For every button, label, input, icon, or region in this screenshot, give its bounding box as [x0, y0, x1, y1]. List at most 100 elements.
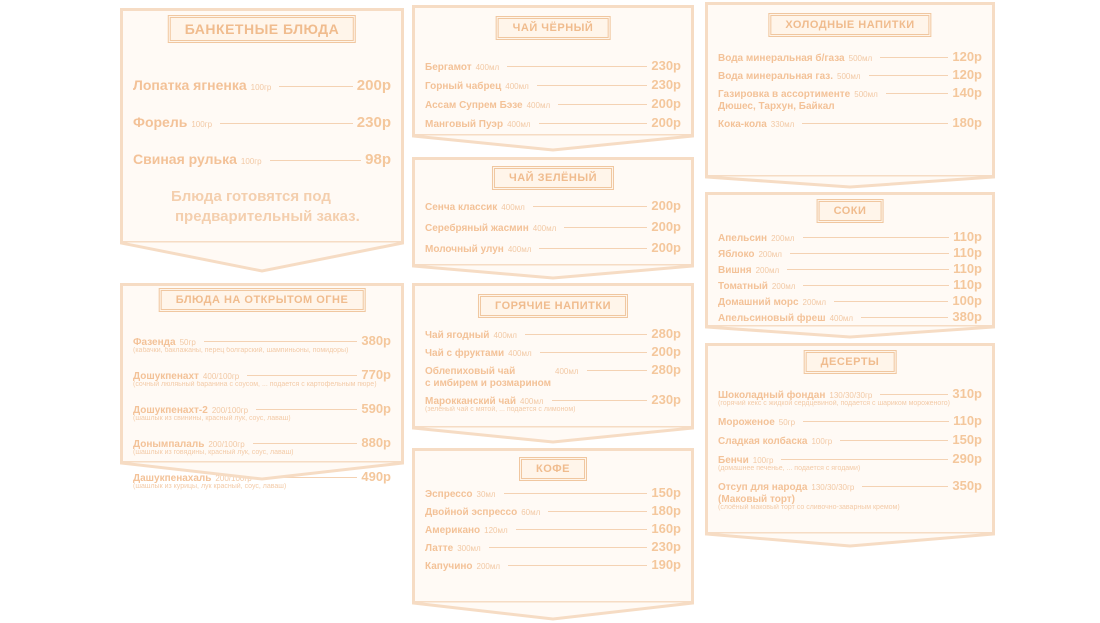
item-price: 230р: [651, 539, 681, 554]
item-volume: 100гр: [191, 120, 213, 129]
item-name: Серебряный жасмин: [425, 223, 529, 234]
item-price: 110р: [953, 413, 982, 428]
panel-point: [120, 241, 404, 273]
item-price: 490р: [361, 469, 391, 484]
item-price: 770р: [361, 367, 391, 382]
dot-leader: [834, 300, 949, 302]
dot-leader: [548, 510, 648, 512]
item-volume: 200/100гр: [208, 440, 245, 449]
item-volume: 200мл: [771, 234, 795, 243]
item-price: 280р: [651, 362, 681, 377]
menu-item: Газировка в ассортименте Дюшес, Тархун, …: [718, 85, 982, 113]
item-price: 150р: [952, 432, 982, 447]
item-volume: 400мл: [505, 82, 529, 91]
panel-title: ЧАЙ ЧЁРНЫЙ: [495, 16, 611, 40]
item-price: 200р: [651, 96, 681, 111]
item-name: Вода минеральная б/газа: [718, 53, 845, 64]
dot-leader: [503, 492, 648, 494]
item-volume: 400мл: [507, 245, 532, 254]
item-name: Мороженое: [718, 417, 775, 428]
item-name: Бенчи: [718, 455, 749, 466]
dot-leader: [203, 340, 358, 342]
item-name: Шоколадный фондан: [718, 390, 826, 401]
item-price: 160р: [651, 521, 681, 536]
item-volume: 200/100гр: [215, 474, 252, 483]
panel-title: БАНКЕТНЫЕ БЛЮДА: [167, 15, 357, 43]
dot-leader: [539, 351, 648, 353]
item-name: Эспрессо: [425, 489, 473, 500]
item-description: (шашлык из говядины, красный лук, соус, …: [133, 449, 294, 456]
dot-leader: [220, 122, 353, 124]
item-description: (шашлык из курицы, лук красный, соус, ла…: [133, 483, 287, 490]
item-volume: 400мл: [508, 349, 532, 358]
item-name: Молочный улун: [425, 244, 504, 255]
panel-title: ДЕСЕРТЫ: [803, 350, 897, 374]
order-note: предварительный заказ.: [175, 208, 360, 225]
item-volume: 200мл: [755, 266, 780, 275]
panel-title: СОКИ: [816, 199, 884, 223]
dot-leader: [880, 56, 949, 58]
item-name: Бергамот: [425, 62, 472, 73]
item-price: 200р: [651, 115, 681, 130]
item-price: 230р: [651, 58, 681, 73]
panel-point: [705, 325, 995, 339]
item-volume: 400мл: [475, 63, 500, 72]
item-volume: 400мл: [555, 367, 579, 376]
item-volume: 30мл: [476, 490, 496, 499]
panel-title: КОФЕ: [519, 457, 587, 481]
item-volume: 100гр: [250, 83, 272, 92]
dot-leader: [868, 74, 949, 76]
item-description: (зелёный чай с мятой, ... подается с лим…: [425, 406, 576, 413]
item-name: Манговый Пуэр: [425, 119, 504, 130]
dot-leader: [259, 476, 358, 478]
dot-leader: [247, 374, 358, 376]
order-note: Блюда готовятся под: [171, 188, 331, 205]
item-name: Свиная рулька: [133, 151, 237, 167]
panel-point: [705, 532, 995, 548]
item-name: Чай с фруктами: [425, 348, 505, 359]
item-volume: 120мл: [484, 526, 508, 535]
dot-leader: [802, 122, 949, 124]
dot-leader: [269, 159, 362, 161]
dot-leader: [508, 564, 648, 566]
item-name: Чай ягодный: [425, 330, 490, 341]
item-price: 200р: [356, 77, 391, 94]
panel-point: [120, 461, 404, 481]
item-name: Горный чабрец: [425, 81, 502, 92]
item-name: Сенча классик: [425, 202, 498, 213]
item-name: Форель: [133, 114, 188, 130]
item-name: Американо: [425, 525, 481, 536]
item-price: 110р: [953, 277, 982, 292]
item-name: Дошукпенахт-2: [133, 405, 208, 416]
item-name: Яблоко: [718, 249, 755, 260]
item-name: Домашний морс: [718, 297, 799, 308]
item-volume: 400мл: [501, 203, 525, 212]
dot-leader: [515, 528, 648, 530]
panel-title: ХОЛОДНЫЕ НАПИТКИ: [768, 13, 932, 37]
dot-leader: [586, 369, 648, 371]
panel-point: [412, 426, 694, 444]
item-name: Отсуп для народа (Маковый торт): [718, 482, 808, 505]
item-price: 120р: [952, 49, 982, 64]
item-name: Дашукпенахаль: [133, 473, 212, 484]
item-price: 180р: [952, 115, 982, 130]
dot-leader: [488, 546, 648, 548]
